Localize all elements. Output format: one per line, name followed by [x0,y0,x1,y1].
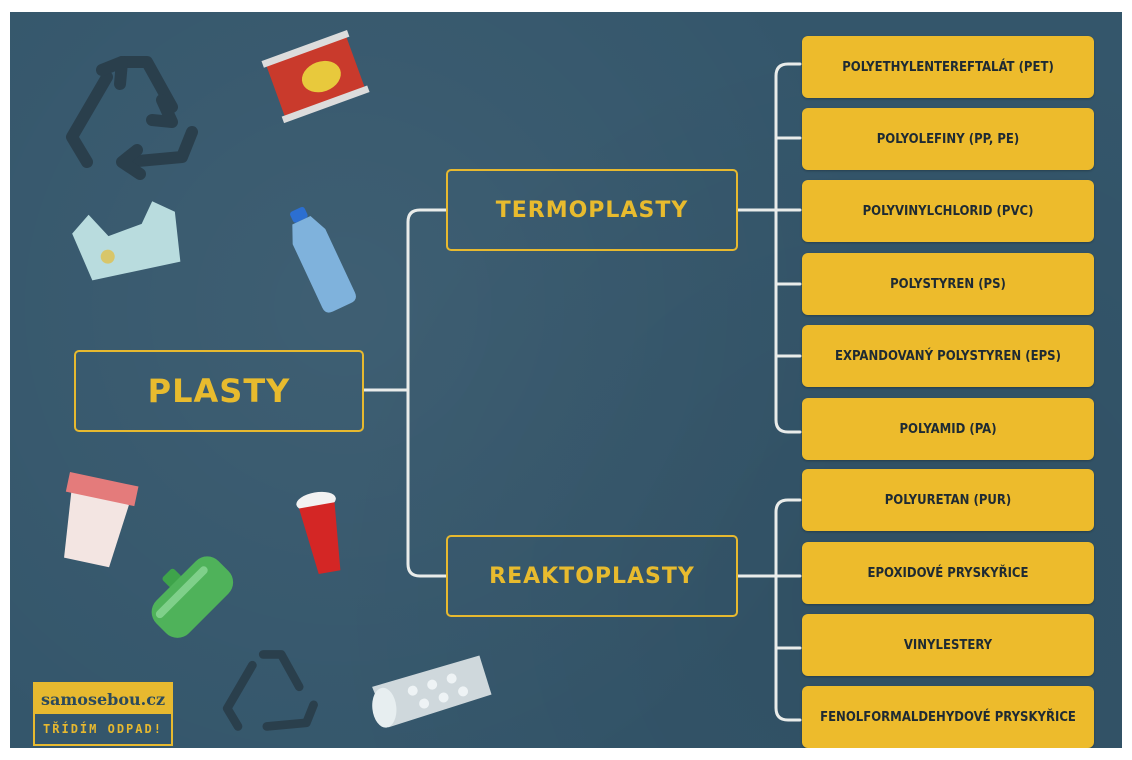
leaf-node-ps: POLYSTYREN (PS) [802,253,1094,315]
leaf-node-polyolefiny: POLYOLEFINY (PP, PE) [802,108,1094,170]
leaf-node-pa: POLYAMID (PA) [802,398,1094,460]
leaf-node-pet: POLYETHYLENTEREFTALÁT (PET) [802,36,1094,98]
green-bottle-icon [151,556,234,638]
leaf-node-pur: POLYURETAN (PUR) [802,469,1094,531]
decorations-layer [64,30,492,731]
yogurt-cup-icon [64,472,139,568]
termoplasty-trunk [774,62,802,434]
branch-node-termoplasty: TERMOPLASTY [446,169,738,251]
leaf-label: EXPANDOVANÝ POLYSTYREN (EPS) [835,348,1061,364]
leaf-label: EPOXIDOVÉ PRYSKYŘICE [867,565,1029,581]
leaf-node-eps: EXPANDOVANÝ POLYSTYREN (EPS) [802,325,1094,387]
leaf-label: POLYETHYLENTEREFTALÁT (PET) [842,59,1054,75]
plastic-bag-icon [72,201,181,281]
diagram-canvas: PLASTY TERMOPLASTY REAKTOPLASTY POLYETHY… [10,12,1122,748]
leaf-node-pvc: POLYVINYLCHLORID (PVC) [802,180,1094,242]
leaf-node-epoxid: EPOXIDOVÉ PRYSKYŘICE [802,542,1094,604]
branch-label: REAKTOPLASTY [489,563,695,589]
chip-bag-icon [261,30,370,124]
leaf-label: POLYURETAN (PUR) [884,492,1012,508]
root-label: PLASTY [147,372,291,410]
leaf-label: POLYSTYREN (PS) [890,276,1006,292]
leaf-label: POLYOLEFINY (PP, PE) [876,131,1020,147]
leaf-node-vinylestery: VINYLESTERY [802,614,1094,676]
recycle-icon [222,650,318,731]
connector-lines [362,62,802,722]
branch-trunk [406,208,448,578]
reaktoplasty-trunk [774,498,802,722]
leaf-label: FENOLFORMALDEHYDOVÉ PRYSKYŘICE [820,709,1076,725]
branch-node-reaktoplasty: REAKTOPLASTY [446,535,738,617]
logo-site: samosebou.cz [35,684,171,714]
leaf-node-fenolformaldehyd: FENOLFORMALDEHYDOVÉ PRYSKYŘICE [802,686,1094,748]
samosebou-logo[interactable]: samosebou.cz TŘÍDÍM ODPAD! [33,682,173,746]
leaf-label: POLYVINYLCHLORID (PVC) [862,203,1034,219]
leaf-label: POLYAMID (PA) [899,421,997,437]
bubble-wrap-icon [372,655,492,728]
leaf-label: VINYLESTERY [903,637,993,653]
recycle-icon [66,56,198,180]
branch-label: TERMOPLASTY [495,197,689,223]
root-node: PLASTY [74,350,364,432]
red-cup-icon [296,491,341,575]
logo-tagline: TŘÍDÍM ODPAD! [35,714,171,744]
water-bottle-icon [290,206,356,313]
